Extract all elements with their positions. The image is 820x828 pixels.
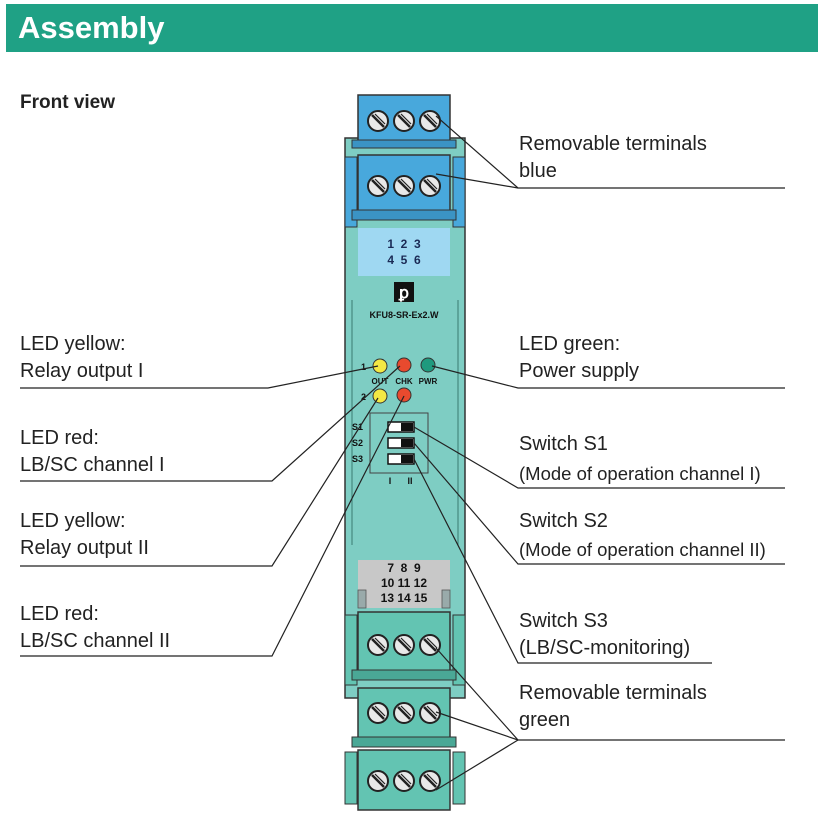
switch-label-s3: S3 (352, 454, 363, 464)
label-switch-s3-line2: (LB/SC-monitoring) (519, 637, 691, 659)
label-switch-s2-line2: (Mode of operation channel II) (519, 539, 766, 560)
label-terminals-green-line2: green (519, 709, 571, 731)
header-bar: Assembly (6, 4, 818, 52)
label-switch-s1-line2: (Mode of operation channel I) (519, 463, 761, 484)
terminal-numbers-top-panel (358, 228, 450, 276)
led-label-pwr: PWR (419, 377, 438, 386)
svg-text:ꝑ: ꝑ (398, 285, 409, 302)
pf-logo-icon: ꝑ (394, 282, 414, 302)
switch-label-s2: S2 (352, 438, 363, 448)
channel-1-label: 1 (361, 362, 366, 372)
label-led-yellow-1-line2: Relay output I (20, 360, 144, 382)
terminal-numbers-bottom-row1: 7 8 9 (387, 561, 421, 575)
label-switch-s2-line1: Switch S2 (519, 510, 608, 532)
front-view-label: Front view (20, 92, 116, 113)
label-terminals-blue-line2: blue (519, 160, 557, 182)
terminal-numbers-bottom-row2: 10 11 12 (381, 576, 427, 590)
switch-label-s1: S1 (352, 422, 363, 432)
label-led-green-line2: Power supply (519, 360, 640, 382)
terminal-block-green-1 (344, 611, 466, 686)
switch-column-ii: II (407, 476, 412, 486)
label-led-green-line1: LED green: (519, 333, 621, 355)
led-label-chk: CHK (395, 377, 413, 386)
leader-lines (20, 115, 785, 791)
switch-column-i: I (389, 476, 392, 486)
terminal-block-blue-second (344, 154, 466, 228)
led-yellow-2 (372, 388, 388, 404)
page-title: Assembly (18, 10, 165, 45)
led-red-1 (396, 357, 412, 373)
label-led-red-2-line1: LED red: (20, 603, 99, 625)
label-switch-s1-line1: Switch S1 (519, 433, 608, 455)
label-led-yellow-1-line1: LED yellow: (20, 333, 126, 355)
terminal-block-blue-top (351, 94, 457, 149)
label-led-red-2-line2: LB/SC channel II (20, 630, 171, 652)
led-red-2 (396, 387, 412, 403)
switch-s1 (387, 421, 415, 433)
channel-2-label: 2 (361, 392, 366, 402)
label-switch-s3-line1: Switch S3 (519, 610, 608, 632)
led-green-pwr (420, 357, 436, 373)
label-led-yellow-2-line2: Relay output II (20, 537, 149, 559)
led-yellow-1 (372, 358, 388, 374)
led-label-out: OUT (372, 377, 389, 386)
switch-s3 (387, 453, 415, 465)
model-name: KFU8-SR-Ex2.W (369, 310, 439, 320)
terminal-numbers-bottom-row3: 13 14 15 (381, 591, 428, 605)
terminal-numbers-row2: 4 5 6 (387, 253, 421, 267)
label-terminals-blue-line1: Removable terminals (519, 133, 707, 155)
terminal-numbers-row1: 1 2 3 (387, 237, 421, 251)
terminal-numbers-bottom-panel (358, 560, 450, 608)
label-led-yellow-2-line1: LED yellow: (20, 510, 126, 532)
terminal-block-green-3 (344, 749, 466, 811)
label-led-red-1-line2: LB/SC channel I (20, 454, 165, 476)
label-terminals-green-line1: Removable terminals (519, 682, 707, 704)
terminal-block-green-2 (351, 687, 457, 748)
label-led-red-1-line1: LED red: (20, 427, 99, 449)
switch-s2 (387, 437, 415, 449)
